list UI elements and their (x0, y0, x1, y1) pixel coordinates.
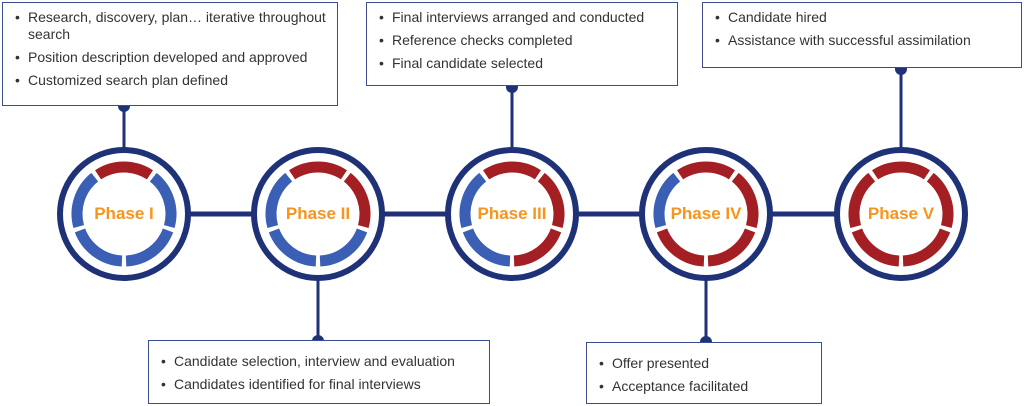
phase-3-segment-4 (462, 228, 511, 267)
phase-4-box: Offer presented Acceptance facilitated (586, 342, 822, 404)
phase-2-item-1: Candidate selection, interview and evalu… (159, 353, 481, 370)
phase-2-segment-2 (343, 172, 371, 229)
phase-1-segment-3 (125, 228, 174, 267)
phase-1-segment-2 (149, 172, 177, 229)
phase-5-segment-2 (926, 172, 954, 229)
phase-2-segment-5 (265, 172, 293, 229)
phase-1-item-2: Position description developed and appro… (13, 49, 329, 66)
phase-2-segment-4 (268, 228, 317, 267)
phase-2-item-2: Candidates identified for final intervie… (159, 376, 481, 393)
phase-3-segment-5 (459, 172, 487, 229)
phase-1-segment-1 (95, 161, 153, 180)
phase-4-segment-1 (677, 161, 735, 180)
phase-4-item-1: Offer presented (597, 355, 813, 372)
phase-3-label: Phase III (477, 204, 547, 223)
phase-2-box: Candidate selection, interview and evalu… (148, 340, 490, 404)
phase-1-item-1: Research, discovery, plan… iterative thr… (13, 9, 329, 43)
phase-1-label: Phase I (94, 204, 154, 223)
phase-2-label: Phase II (285, 204, 351, 223)
phase-5-label: Phase V (867, 204, 935, 223)
phase-5-segment-4 (851, 228, 900, 267)
phase-4-segment-5 (653, 172, 681, 229)
phase-1-segment-4 (74, 228, 123, 267)
phase-5-item-2: Assistance with successful assimilation (713, 32, 1013, 49)
phase-3-item-1: Final interviews arranged and conducted (377, 9, 669, 26)
phase-3-segment-2 (537, 172, 565, 229)
phase-4-label: Phase IV (670, 204, 742, 223)
phase-rings (57, 147, 968, 281)
phase-5-box: Candidate hired Assistance with successf… (702, 2, 1022, 68)
phase-4-item-2: Acceptance facilitated (597, 378, 813, 395)
phase-4-segment-4 (656, 228, 705, 267)
phase-2-segment-1 (289, 161, 347, 180)
phase-2-segment-3 (319, 228, 368, 267)
phase-5-item-1: Candidate hired (713, 9, 1013, 26)
phase-5-segment-3 (902, 228, 951, 267)
phase-1-item-3: Customized search plan defined (13, 72, 329, 89)
phase-4-segment-2 (731, 172, 759, 229)
phase-5-segment-5 (848, 172, 876, 229)
phase-1-box: Research, discovery, plan… iterative thr… (2, 2, 338, 106)
phase-1-segment-5 (71, 172, 99, 229)
phase-3-box: Final interviews arranged and conducted … (366, 2, 678, 86)
phase-5-segment-1 (872, 161, 930, 180)
phase-3-item-2: Reference checks completed (377, 32, 669, 49)
phase-3-item-3: Final candidate selected (377, 55, 669, 72)
phase-3-segment-3 (513, 228, 562, 267)
phase-3-segment-1 (483, 161, 541, 180)
phase-4-segment-3 (707, 228, 756, 267)
